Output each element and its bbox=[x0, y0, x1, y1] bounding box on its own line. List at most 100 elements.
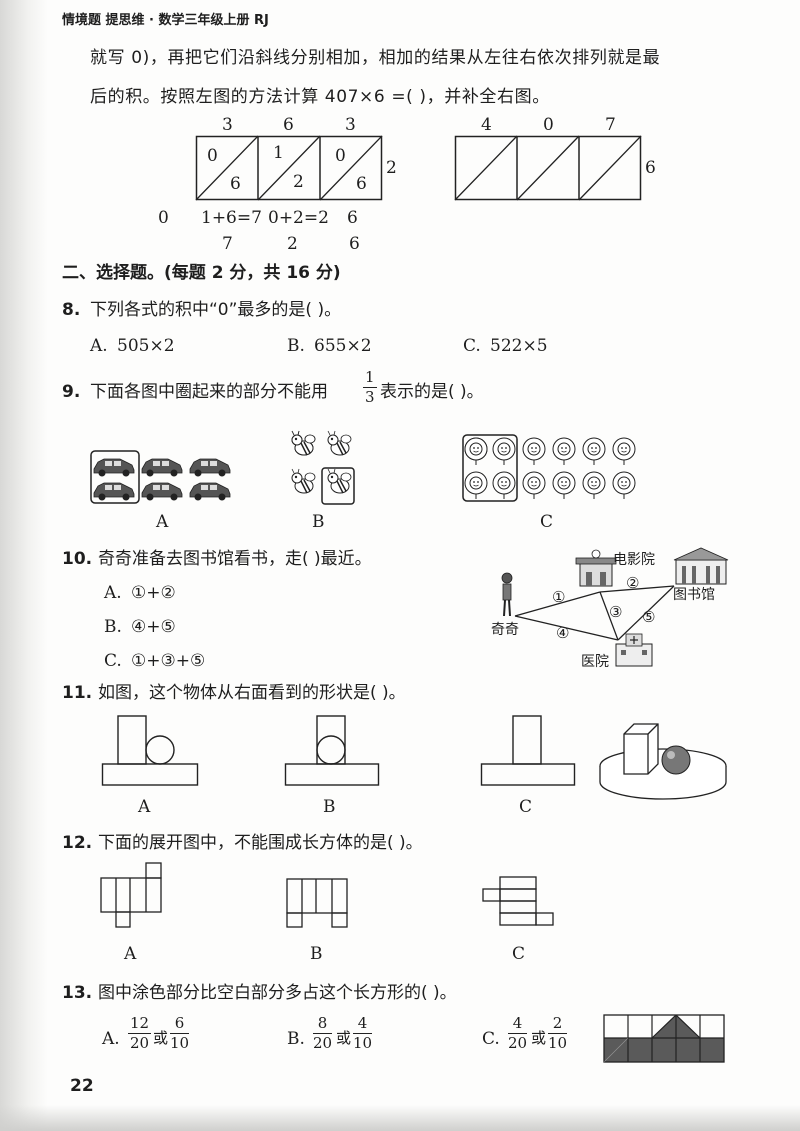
net-option-a[interactable] bbox=[100, 862, 164, 928]
figure-label-c: C bbox=[519, 797, 533, 817]
fraction-denominator: 10 bbox=[548, 1034, 568, 1052]
option-label[interactable]: B. bbox=[287, 1029, 305, 1049]
intro-line-2: 后的积。按照左图的方法计算 407×6 =( )，并补全右图。 bbox=[90, 87, 550, 107]
figure-label-a: A bbox=[124, 944, 137, 964]
net-option-b[interactable] bbox=[286, 878, 348, 928]
fraction-denominator: 20 bbox=[130, 1034, 150, 1052]
option-label[interactable]: B. bbox=[104, 617, 122, 637]
page-number: 22 bbox=[70, 1076, 94, 1096]
grid-example-sum: 0 bbox=[158, 208, 169, 228]
option-label[interactable]: C. bbox=[104, 651, 122, 671]
question-number: 13. bbox=[62, 983, 93, 1003]
grid-cell-upper: 0 bbox=[207, 146, 218, 166]
shaded-rectangle-figure bbox=[603, 1014, 725, 1063]
option-label[interactable]: C. bbox=[463, 336, 481, 356]
grid-example-side-digit: 2 bbox=[386, 158, 397, 178]
page-bottom-shadow bbox=[0, 1105, 800, 1131]
library-label: 图书馆 bbox=[673, 587, 715, 603]
grid-cell-upper: 1 bbox=[273, 143, 284, 163]
option-label[interactable]: A. bbox=[90, 336, 108, 356]
fraction-denominator: 10 bbox=[170, 1034, 190, 1052]
option-text[interactable]: 655×2 bbox=[314, 336, 372, 356]
fraction-denominator: 20 bbox=[313, 1034, 333, 1052]
grid-cell-lower: 6 bbox=[230, 174, 241, 194]
option-text[interactable]: 522×5 bbox=[490, 336, 548, 356]
question-text: 表示的是( )。 bbox=[380, 382, 484, 402]
fraction-numerator: 6 bbox=[170, 1016, 190, 1034]
figure-label-b: B bbox=[323, 797, 336, 817]
library-icon bbox=[673, 547, 729, 585]
grid-cell-lower: 2 bbox=[293, 172, 304, 192]
car-icon bbox=[93, 458, 135, 477]
figure-label-a: A bbox=[156, 512, 169, 532]
bees-figure[interactable] bbox=[288, 430, 356, 506]
or-text: 或 bbox=[336, 1029, 352, 1047]
grid-example-result-digit: 7 bbox=[222, 234, 233, 254]
option-label[interactable]: A. bbox=[102, 1029, 120, 1049]
section-title: 二、选择题。(每题 2 分，共 16 分) bbox=[62, 263, 341, 283]
question-text: 下面各图中圈起来的部分不能用 bbox=[90, 382, 328, 402]
solid-object-figure bbox=[599, 723, 727, 800]
view-option-a[interactable] bbox=[101, 714, 199, 786]
figure-label-c: C bbox=[512, 944, 526, 964]
option-label[interactable]: C. bbox=[482, 1029, 500, 1049]
route-1-label: ① bbox=[552, 588, 566, 606]
circle-selection-box bbox=[321, 467, 355, 505]
grid-example-sum: 0+2=2 bbox=[268, 208, 329, 228]
question-number: 12. bbox=[62, 833, 93, 853]
question-number: 10. bbox=[62, 549, 93, 569]
fraction-numerator: 2 bbox=[548, 1016, 568, 1034]
option-text[interactable]: ④+⑤ bbox=[131, 617, 176, 637]
grid-example-top-digit: 3 bbox=[345, 115, 356, 135]
question-number: 9. bbox=[62, 382, 81, 402]
grid-example-cells bbox=[195, 135, 383, 201]
figure-label-c: C bbox=[540, 512, 554, 532]
view-option-b[interactable] bbox=[284, 714, 380, 786]
hospital-icon bbox=[615, 633, 653, 667]
cinema-icon bbox=[575, 549, 617, 587]
option-text[interactable]: ①+③+⑤ bbox=[131, 651, 206, 671]
grid-example-sum: 1+6=7 bbox=[201, 208, 262, 228]
person-label: 奇奇 bbox=[491, 622, 519, 638]
fraction-numerator: 4 bbox=[508, 1016, 528, 1034]
option-label[interactable]: A. bbox=[104, 583, 122, 603]
question-text: 奇奇准备去图书馆看书，走( )最近。 bbox=[98, 549, 372, 569]
circle-selection-box bbox=[462, 434, 518, 502]
figure-label-b: B bbox=[310, 944, 323, 964]
option-text[interactable]: 505×2 bbox=[117, 336, 175, 356]
question-text: 图中涂色部分比空白部分多占这个长方形的( )。 bbox=[98, 983, 457, 1003]
fraction-denominator: 20 bbox=[508, 1034, 528, 1052]
cars-figure[interactable] bbox=[90, 450, 240, 504]
or-text: 或 bbox=[531, 1029, 547, 1047]
view-option-c[interactable] bbox=[480, 714, 576, 786]
route-5-label: ⑤ bbox=[642, 608, 656, 626]
figure-label-a: A bbox=[138, 797, 151, 817]
route-2-label: ② bbox=[626, 574, 640, 592]
question-number: 11. bbox=[62, 683, 93, 703]
intro-line-1: 就写 0)，再把它们沿斜线分别相加，相加的结果从左往右依次排列就是最 bbox=[90, 48, 661, 68]
option-text[interactable]: ①+② bbox=[131, 583, 176, 603]
grid-task-top-digit: 7 bbox=[605, 115, 616, 135]
figure-label-b: B bbox=[312, 512, 325, 532]
fraction-denominator: 3 bbox=[365, 388, 375, 406]
grid-example-top-digit: 6 bbox=[283, 115, 294, 135]
circle-selection-box bbox=[90, 450, 140, 504]
fraction-numerator: 4 bbox=[353, 1016, 373, 1034]
grid-task-cells[interactable] bbox=[454, 135, 642, 201]
route-4-label: ④ bbox=[556, 624, 570, 642]
fraction-numerator: 12 bbox=[128, 1014, 152, 1034]
question-text: 下列各式的积中“0”最多的是( )。 bbox=[90, 300, 342, 320]
flowers-figure[interactable] bbox=[462, 433, 640, 503]
grid-task-side-digit: 6 bbox=[645, 158, 656, 178]
option-label[interactable]: B. bbox=[287, 336, 305, 356]
fraction-denominator: 10 bbox=[353, 1034, 373, 1052]
net-option-c[interactable] bbox=[482, 876, 554, 930]
fraction-one-third: 1 3 bbox=[363, 370, 377, 405]
cinema-label: 电影院 bbox=[613, 552, 655, 568]
